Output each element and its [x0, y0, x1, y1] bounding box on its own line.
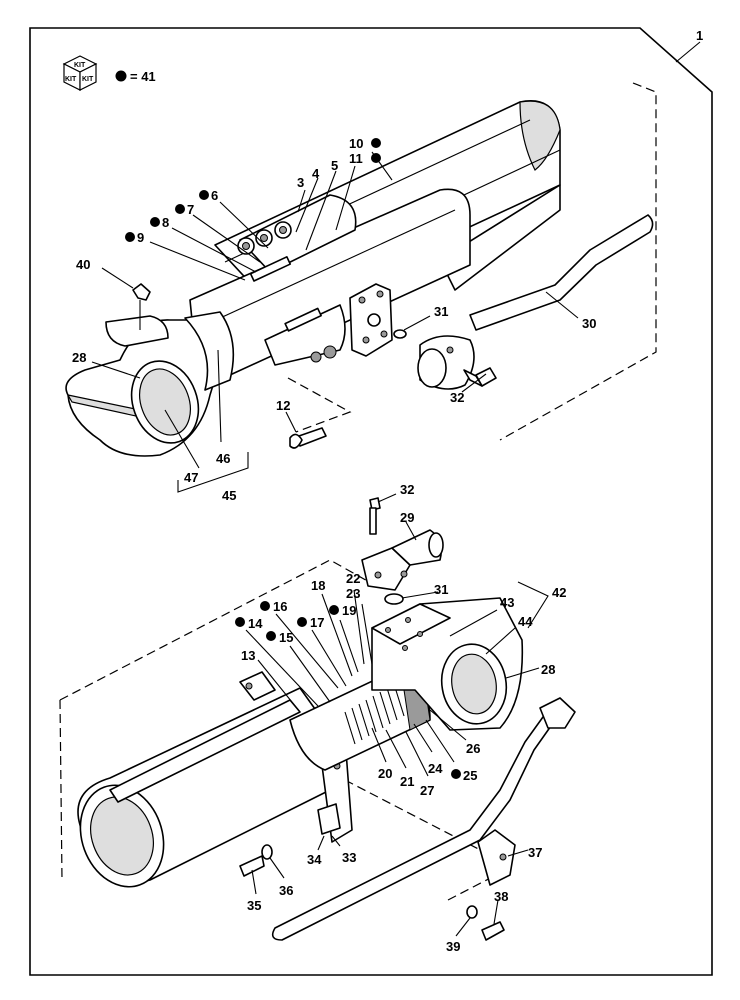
label-29: 29 [400, 510, 414, 525]
label-24: 24 [428, 761, 443, 776]
label-21: 21 [400, 774, 414, 789]
label-4: 4 [312, 166, 320, 181]
label-30-upper: 30 [582, 316, 596, 331]
frame-leader [675, 41, 701, 63]
label-16: 16 [273, 599, 287, 614]
label-22: 22 [346, 571, 360, 586]
kit-dots [125, 138, 461, 779]
label-19: 19 [342, 603, 356, 618]
label-37: 37 [528, 845, 542, 860]
label-9: 9 [137, 230, 144, 245]
label-40: 40 [76, 257, 90, 272]
kit-text-top: KIT [74, 62, 86, 69]
label-36: 36 [279, 883, 293, 898]
label-7: 7 [187, 202, 194, 217]
label-28-lower: 28 [541, 662, 555, 677]
label-1: 1 [696, 28, 703, 43]
label-5: 5 [331, 158, 338, 173]
label-32-upper: 32 [450, 390, 464, 405]
label-6: 6 [211, 188, 218, 203]
lower-assembly [59, 493, 576, 941]
kit-text-left: KIT [65, 76, 77, 83]
label-20: 20 [378, 766, 392, 781]
label-33: 33 [342, 850, 356, 865]
label-10: 10 [349, 136, 363, 151]
label-14: 14 [248, 616, 263, 631]
label-42: 42 [552, 585, 566, 600]
label-11: 11 [349, 151, 363, 166]
label-43: 43 [500, 595, 514, 610]
label-18: 18 [311, 578, 325, 593]
label-27: 27 [420, 783, 434, 798]
kit-cube-icon: KIT KIT KIT [62, 55, 98, 91]
label-39: 39 [446, 939, 460, 954]
label-46: 46 [216, 451, 230, 466]
label-28-upper: 28 [72, 350, 86, 365]
label-15: 15 [279, 630, 293, 645]
label-17: 17 [310, 615, 324, 630]
label-23: 23 [346, 586, 360, 601]
part-labels: 3 4 5 6 7 8 9 10 11 12 28 30 31 32 40 45… [72, 136, 596, 954]
label-38: 38 [494, 889, 508, 904]
label-31-lower: 31 [434, 582, 448, 597]
kit-text-right: KIT [82, 76, 94, 83]
drawing-frame [29, 27, 713, 976]
label-26: 26 [466, 741, 480, 756]
label-35: 35 [247, 898, 261, 913]
label-3: 3 [297, 175, 304, 190]
label-13: 13 [241, 648, 255, 663]
label-31-upper: 31 [434, 304, 448, 319]
kit-dot-icon [115, 70, 127, 82]
label-25: 25 [463, 768, 477, 783]
kit-legend: = 41 [130, 69, 156, 84]
label-32-lower: 32 [400, 482, 414, 497]
label-8: 8 [162, 215, 169, 230]
label-44: 44 [518, 614, 533, 629]
label-12: 12 [276, 398, 290, 413]
upper-assembly [65, 82, 657, 493]
label-47: 47 [184, 470, 198, 485]
thread-lines [344, 683, 405, 745]
label-45: 45 [222, 488, 236, 503]
label-34: 34 [307, 852, 322, 867]
